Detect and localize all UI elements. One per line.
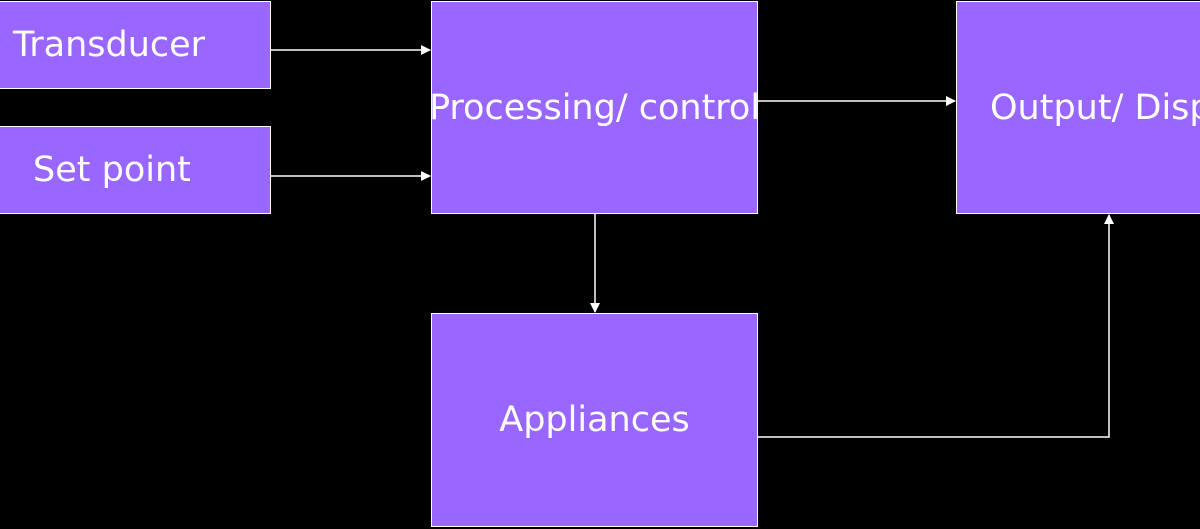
processing-control-block: Processing/ control <box>428 1 761 214</box>
output-display-label: Output/ Display <box>990 87 1200 128</box>
output-display-block: Output/ Display <box>956 1 1200 214</box>
transducer-label: Transducer <box>13 25 206 65</box>
arrow-appliances-to-output <box>758 214 1114 438</box>
processing-control-label: Processing/ control <box>428 87 761 128</box>
transducer-block: Transducer <box>0 1 271 89</box>
appliances-label: Appliances <box>499 400 690 440</box>
set-point-block: Set point <box>0 126 271 214</box>
appliances-block: Appliances <box>431 313 758 527</box>
set-point-label: Set point <box>33 150 191 190</box>
